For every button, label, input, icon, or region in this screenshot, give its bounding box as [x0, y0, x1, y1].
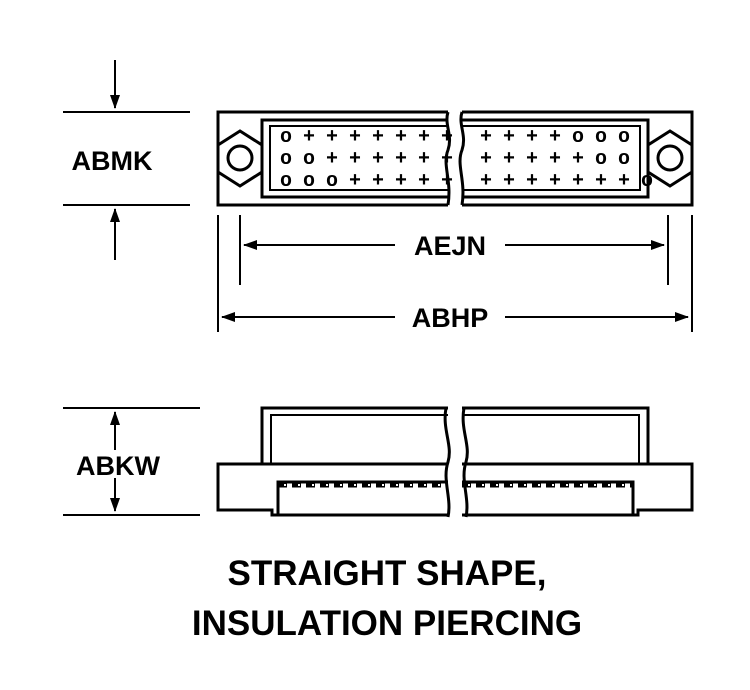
title-line-1: STRAIGHT SHAPE, [228, 554, 547, 593]
right-mount-hex [646, 129, 693, 188]
dimension-abkw: ABKW [63, 407, 200, 516]
abhp-label: ABHP [412, 303, 489, 333]
left-mount-hole [226, 144, 254, 172]
dimension-aejn: AEJN [239, 215, 669, 285]
pin-row-left-3: ooo+++++ [280, 170, 464, 193]
dimension-abmk: ABMK [63, 60, 190, 260]
right-mount-hole [656, 144, 684, 172]
connector-side-view [216, 406, 694, 518]
title-line-2: INSULATION PIERCING [192, 604, 582, 643]
pin-row-right-1: ++++ooo [480, 126, 641, 149]
abmk-label: ABMK [72, 146, 153, 176]
pin-row-left-2: oo++++++ [280, 148, 464, 171]
connector-top-view: o+++++++ oo++++++ ooo+++++ ++++ooo +++++… [216, 110, 694, 207]
left-mount-hex [217, 129, 264, 188]
aejn-label: AEJN [414, 231, 486, 261]
pin-row-right-2: +++++oo [480, 148, 641, 171]
abkw-label: ABKW [76, 451, 160, 481]
pin-row-left-1: o+++++++ [280, 126, 464, 149]
pin-row-right-3: +++++++o [480, 170, 664, 193]
pin-array: o+++++++ oo++++++ ooo+++++ ++++ooo +++++… [280, 126, 664, 193]
dimension-abhp: ABHP [217, 215, 693, 333]
